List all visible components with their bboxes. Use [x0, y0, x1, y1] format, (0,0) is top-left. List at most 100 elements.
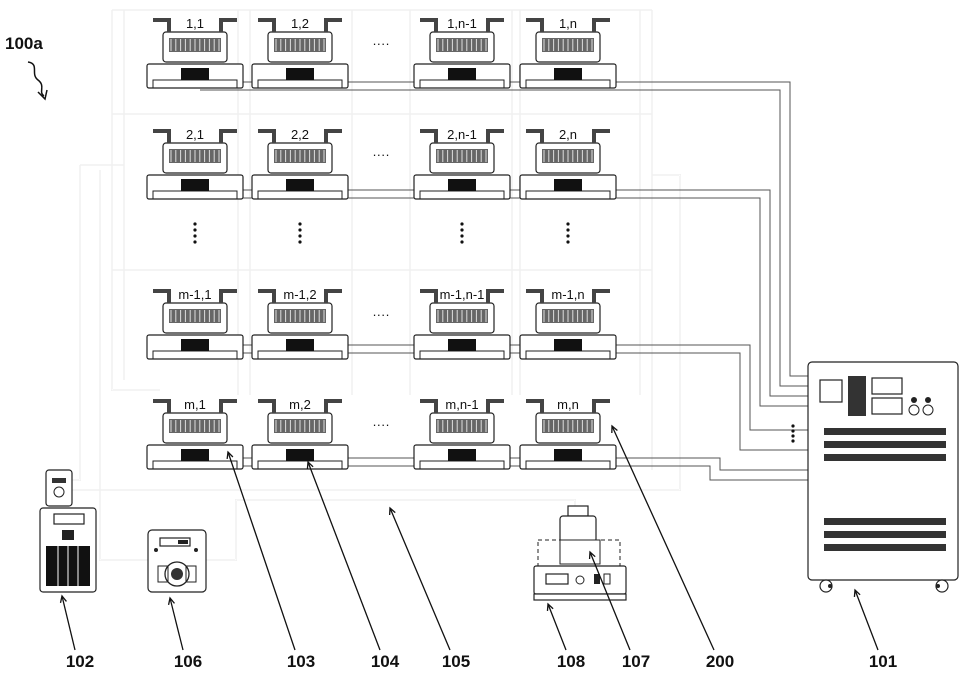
cell-1-1: 1,1 — [147, 16, 243, 88]
row-ellipsis-1: ···· — [372, 36, 389, 51]
cell-label: m,n — [557, 397, 579, 412]
cell-1-4: 1,n — [520, 16, 616, 88]
magnetic-stirrer — [534, 566, 626, 600]
cell-inlet — [153, 401, 169, 413]
peristaltic-pump — [148, 530, 206, 592]
cell-outlet — [326, 131, 342, 143]
cell-inlet — [420, 291, 436, 303]
cell-2-2: 2,2 — [252, 127, 348, 199]
ellipsis-dot — [460, 222, 463, 225]
cell-label: m,n-1 — [445, 397, 478, 412]
cell-4-3: m,n-1 — [414, 397, 510, 469]
ellipsis-dot — [193, 240, 196, 243]
ellipsis-dot — [298, 228, 301, 231]
cell-1-2: 1,2 — [252, 16, 348, 88]
chiller-supply-bore — [72, 165, 80, 480]
cell-outlet — [488, 291, 504, 303]
cell-label: m,2 — [289, 397, 311, 412]
cell-outlet — [221, 131, 237, 143]
ellipsis-dot — [298, 234, 301, 237]
cell-connector — [181, 449, 209, 461]
cell-3-1: m-1,1 — [147, 287, 243, 359]
cell-label: 2,n — [559, 127, 577, 142]
cell-outlet — [594, 291, 610, 303]
cell-connector — [286, 449, 314, 461]
cell-label: m-1,2 — [283, 287, 316, 302]
cell-3-2: m-1,2 — [252, 287, 348, 359]
cell-label: 1,1 — [186, 16, 204, 31]
pipe-network — [72, 10, 680, 560]
cell-inlet — [526, 20, 542, 32]
cell-inlet — [420, 131, 436, 143]
cell-label: 1,2 — [291, 16, 309, 31]
cell-outlet — [326, 291, 342, 303]
cell-inlet — [258, 401, 274, 413]
cell-inlet — [153, 291, 169, 303]
cell-connector — [286, 68, 314, 80]
cell-label: m-1,1 — [178, 287, 211, 302]
cell-connector — [181, 68, 209, 80]
ref-107-label: 107 — [622, 652, 650, 671]
cell-label: 2,2 — [291, 127, 309, 142]
cell-1-3: 1,n-1 — [414, 16, 510, 88]
cell-outlet — [221, 401, 237, 413]
cell-4-4: m,n — [520, 397, 616, 469]
cell-outlet — [326, 20, 342, 32]
cabinet-ellipsis — [791, 424, 794, 442]
column-ellipsis-2 — [298, 222, 301, 243]
cell-inlet — [526, 401, 542, 413]
cell-inlet — [420, 401, 436, 413]
cell-inlet — [526, 131, 542, 143]
ellipsis-dot — [566, 228, 569, 231]
ref-103-leader — [228, 452, 295, 650]
cell-outlet — [221, 291, 237, 303]
cell-label: 2,n-1 — [447, 127, 477, 142]
column-ellipsis-4 — [566, 222, 569, 243]
cell-outlet — [326, 401, 342, 413]
cell-connector — [448, 68, 476, 80]
ref-101-leader — [855, 590, 878, 650]
cell-outlet — [488, 401, 504, 413]
cell-3-3: m-1,n-1 — [414, 287, 510, 359]
cell-inlet — [258, 131, 274, 143]
vent-slots-lower — [824, 518, 946, 551]
ref-102-label: 102 — [66, 652, 94, 671]
figure-label: 100a — [5, 34, 43, 53]
cell-connector — [286, 179, 314, 191]
cell-inlet — [153, 20, 169, 32]
row-ellipsis-3: ···· — [372, 307, 389, 322]
cell-outlet — [488, 20, 504, 32]
reservoir-bottle — [538, 506, 620, 566]
ref-106-leader — [170, 598, 183, 650]
cell-inlet — [153, 131, 169, 143]
ellipsis-dot — [566, 222, 569, 225]
cell-outlet — [488, 131, 504, 143]
cell-connector — [448, 449, 476, 461]
cell-2-4: 2,n — [520, 127, 616, 199]
cell-connector — [181, 339, 209, 351]
cell-label: m-1,n-1 — [440, 287, 485, 302]
ref-102-leader — [62, 596, 75, 650]
ellipsis-dot — [566, 240, 569, 243]
cell-array: 1,1 1,2 1,n-11,n 2,1 2,2 2,n-1 2,n m-1,1 m-1,2 m-… — [147, 16, 616, 469]
ref-105-label: 105 — [442, 652, 470, 671]
ref-108-leader — [548, 604, 566, 650]
cell-outlet — [594, 401, 610, 413]
cell-3-4: m-1,n — [520, 287, 616, 359]
ellipsis-dot — [193, 234, 196, 237]
ref-101-label: 101 — [869, 652, 897, 671]
column-ellipsis-1 — [193, 222, 196, 243]
ellipsis-dot — [566, 234, 569, 237]
power-wire-4 — [200, 198, 808, 406]
ref-106-label: 106 — [174, 652, 202, 671]
ellipsis-dot — [193, 228, 196, 231]
power-supply-cabinet — [791, 362, 958, 592]
ref-103-label: 103 — [287, 652, 315, 671]
cell-connector — [554, 179, 582, 191]
ellipsis-dot — [460, 228, 463, 231]
ref-105-leader — [390, 508, 450, 650]
cell-label: 2,1 — [186, 127, 204, 142]
ref-108-label: 108 — [557, 652, 585, 671]
cell-4-1: m,1 — [147, 397, 243, 469]
